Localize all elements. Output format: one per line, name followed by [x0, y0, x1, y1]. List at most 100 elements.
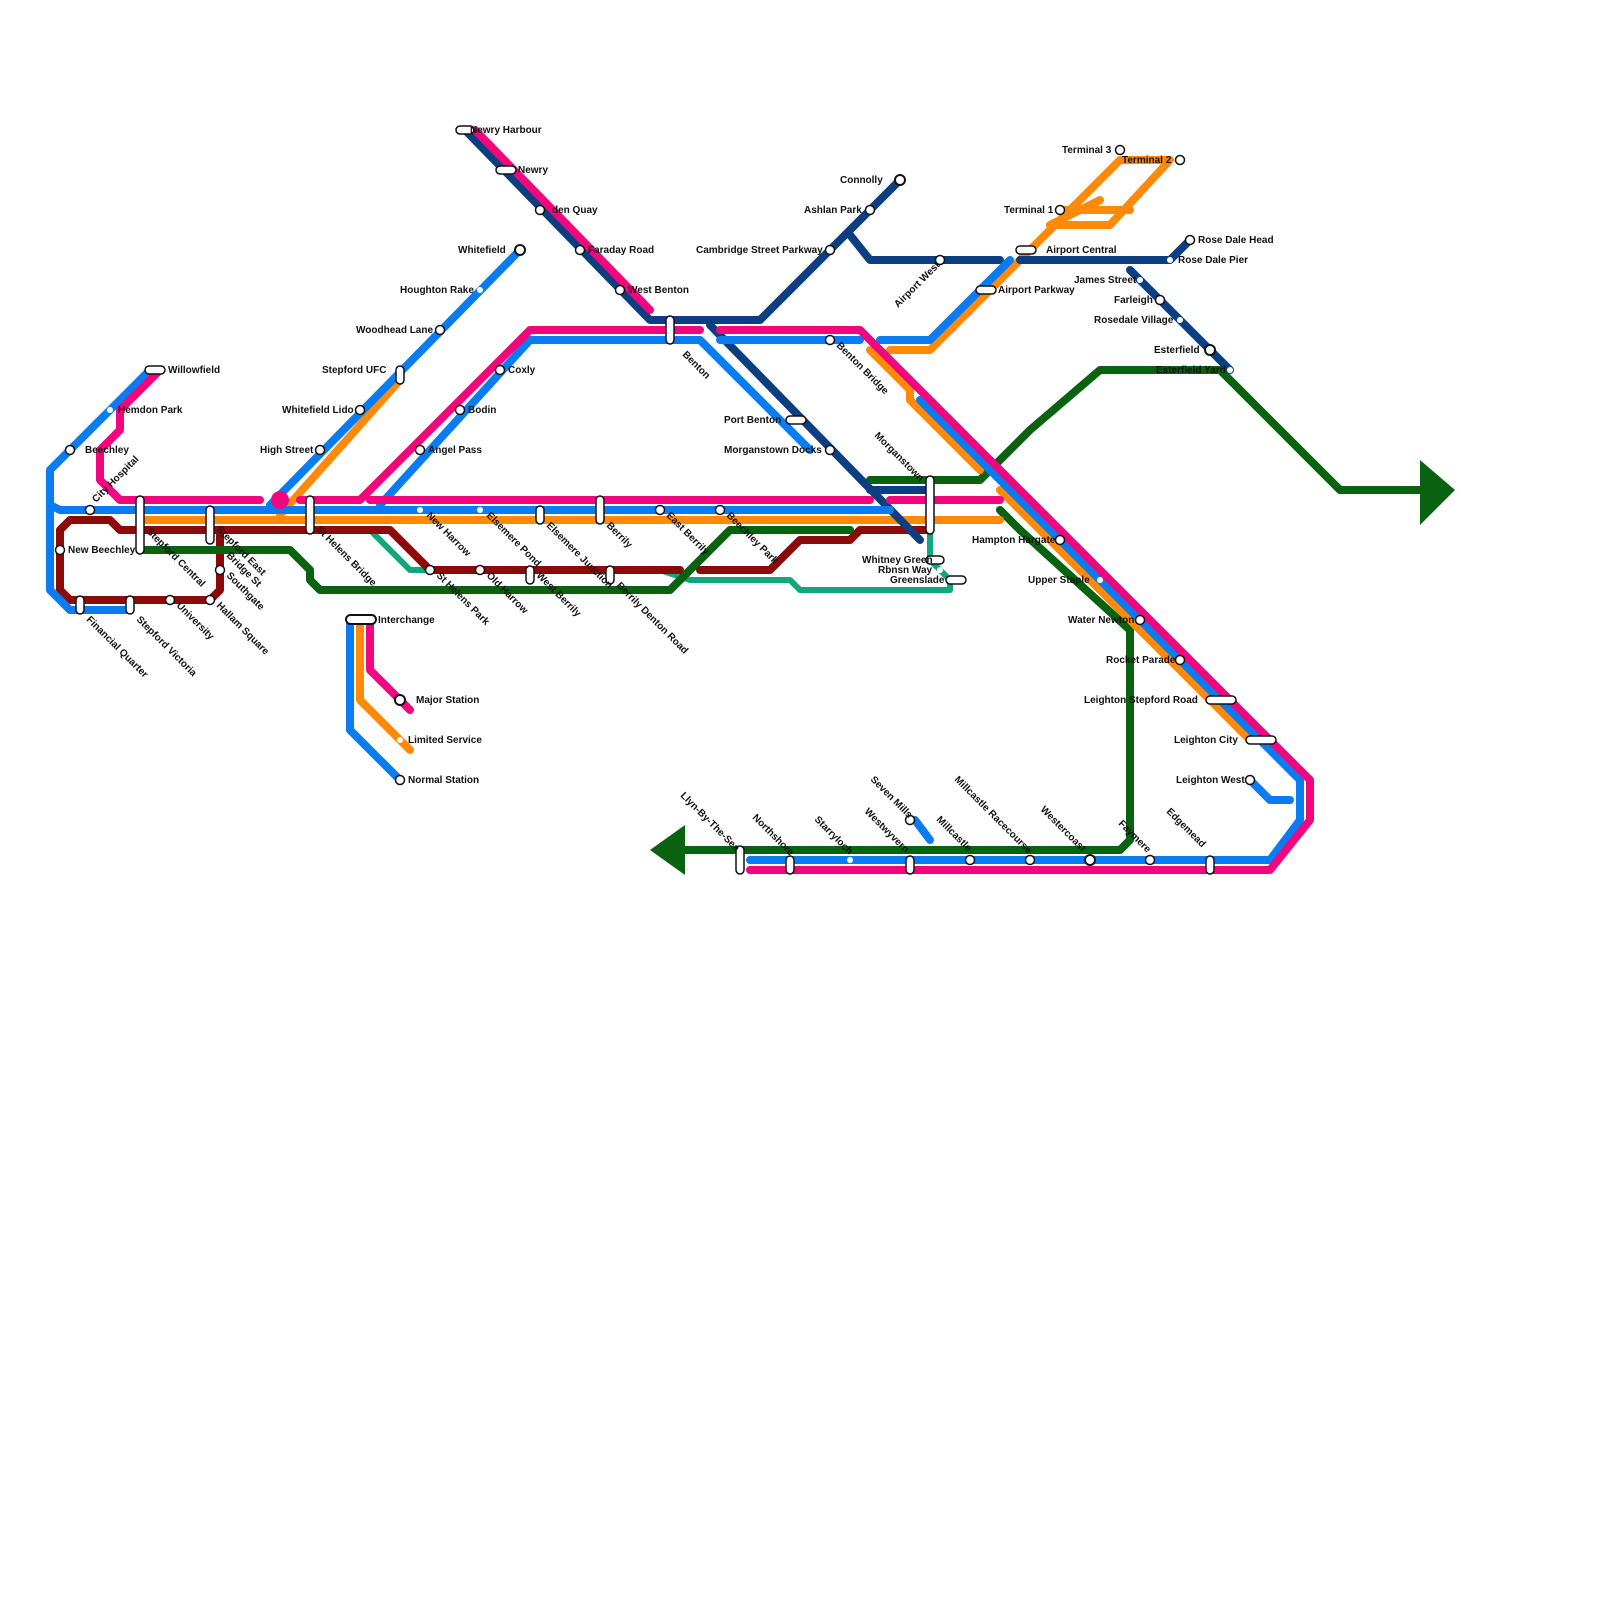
station-coxly[interactable] — [496, 366, 505, 375]
label-willowfield[interactable]: Willowfield — [168, 365, 220, 376]
label-connolly[interactable]: Connolly — [840, 175, 883, 186]
interchange-leighton-city[interactable] — [1246, 736, 1276, 744]
interchange-stepford-victoria[interactable] — [126, 596, 134, 614]
label-angel-pass[interactable]: Angel Pass — [428, 445, 482, 456]
label-high-street[interactable]: High Street — [260, 445, 314, 456]
station-morganstown-docks[interactable] — [826, 446, 835, 455]
interchange-morganstown[interactable] — [926, 476, 934, 534]
label-rose-dale-pier[interactable]: Rose Dale Pier — [1178, 255, 1248, 266]
label-farleigh[interactable]: Farleigh — [1114, 295, 1153, 306]
navy-line-airport[interactable] — [850, 235, 1000, 260]
blue-line-main[interactable] — [50, 505, 890, 510]
interchange-airport-parkway[interactable] — [976, 286, 996, 294]
interchange-greenslade[interactable] — [946, 576, 966, 584]
label-whitefield-lido[interactable]: Whitefield Lido — [282, 405, 354, 416]
label-rocket-parade[interactable]: Rocket Parade — [1106, 655, 1176, 666]
station-terminal-3[interactable] — [1116, 146, 1125, 155]
station-city-hospital[interactable] — [86, 506, 95, 515]
station-starryloch[interactable] — [847, 857, 853, 863]
station-elsemere-pond[interactable] — [477, 507, 483, 513]
label-terminal-1[interactable]: Terminal 1 — [1004, 205, 1054, 216]
interchange-northshore[interactable] — [786, 856, 794, 874]
station-millcastle-racecourse[interactable] — [1026, 856, 1035, 865]
station-rbnsn-way[interactable] — [937, 567, 943, 573]
label-port-benton[interactable]: Port Benton — [724, 415, 781, 426]
label-bodin[interactable]: Bodin — [468, 405, 496, 416]
label-leighton-west[interactable]: Leighton West — [1176, 775, 1245, 786]
label-hemdon-park[interactable]: Hemdon Park — [118, 405, 183, 416]
station-east-berrily[interactable] — [656, 506, 665, 515]
label-west-berrily[interactable]: West Berrily — [534, 570, 583, 619]
station-water-newton[interactable] — [1136, 616, 1145, 625]
label-stepford-ufc[interactable]: Stepford UFC — [322, 365, 386, 376]
station-ashlan-park[interactable] — [866, 206, 875, 215]
station-woodhead-lane[interactable] — [436, 326, 445, 335]
label-faraday-road[interactable]: Faraday Road — [588, 245, 654, 256]
label-west-benton[interactable]: West Benton — [628, 285, 689, 296]
label-terminal-3[interactable]: Terminal 3 — [1062, 145, 1112, 156]
label-eden-quay[interactable]: den Quay — [552, 205, 598, 216]
label-newry-harbour[interactable]: Newry Harbour — [470, 125, 542, 136]
station-james-street[interactable] — [1137, 277, 1143, 283]
interchange-airport-central[interactable] — [1016, 246, 1036, 254]
station-beechley[interactable] — [66, 446, 75, 455]
interchange-westwyvern[interactable] — [906, 856, 914, 874]
interchange-west-berrily[interactable] — [526, 566, 534, 584]
station-st-helens-park[interactable] — [426, 566, 435, 575]
station-new-harrow[interactable] — [417, 507, 423, 513]
interchange-willowfield[interactable] — [145, 366, 165, 374]
blue-line-leighton-west[interactable] — [1250, 780, 1290, 800]
label-llyn-by-the-sea[interactable]: Llyn-By-The-Sea — [678, 790, 742, 854]
station-rocket-parade[interactable] — [1176, 656, 1185, 665]
label-water-newton[interactable]: Water Newton — [1068, 615, 1134, 626]
label-james-street[interactable]: James Street — [1074, 275, 1137, 286]
station-old-harrow[interactable] — [476, 566, 485, 575]
label-beechley[interactable]: Beechley — [85, 445, 129, 456]
label-leighton-city[interactable]: Leighton City — [1174, 735, 1238, 746]
station-west-benton[interactable] — [616, 286, 625, 295]
label-berrily[interactable]: Berrily — [604, 520, 634, 550]
label-hampton-hargate[interactable]: Hampton Hargate — [972, 535, 1056, 546]
station-westercoast[interactable] — [1085, 855, 1095, 865]
station-esterfield-yard[interactable] — [1227, 367, 1233, 373]
interchange-benton[interactable] — [666, 316, 674, 344]
label-rosedale-village[interactable]: Rosedale Village — [1094, 315, 1174, 326]
station-hemdon-park[interactable] — [107, 407, 113, 413]
station-whitefield-lido[interactable] — [356, 406, 365, 415]
label-elsemere-junction[interactable]: Elsemere Junction — [544, 520, 615, 591]
label-new-beechley[interactable]: New Beechley — [68, 545, 136, 556]
label-airport-central[interactable]: Airport Central — [1046, 245, 1117, 256]
station-faraday-road[interactable] — [576, 246, 585, 255]
station-rosedale-village[interactable] — [1177, 317, 1183, 323]
station-terminal-1[interactable] — [1056, 206, 1065, 215]
label-houghton-rake[interactable]: Houghton Rake — [400, 285, 474, 296]
label-leighton-stepford-road[interactable]: Leighton Stepford Road — [1084, 695, 1198, 706]
label-edgemead[interactable]: Edgemead — [1164, 806, 1208, 850]
interchange-elsemere-junction[interactable] — [536, 506, 544, 524]
station-leighton-west[interactable] — [1246, 776, 1255, 785]
station-esterfield[interactable] — [1205, 345, 1215, 355]
label-ashlan-park[interactable]: Ashlan Park — [804, 205, 862, 216]
interchange-st-helens-bridge[interactable] — [306, 496, 314, 534]
label-st-helens-park[interactable]: St Helens Park — [434, 570, 492, 628]
label-morganstown-docks[interactable]: Morganstown Docks — [724, 445, 822, 456]
station-bodin[interactable] — [456, 406, 465, 415]
label-airport-parkway[interactable]: Airport Parkway — [998, 285, 1075, 296]
station-rose-dale-pier[interactable] — [1167, 257, 1173, 263]
pink-line-east[interactable] — [720, 330, 1310, 870]
label-greenslade[interactable]: Greenslade — [890, 575, 945, 586]
station-upper-staple[interactable] — [1097, 577, 1103, 583]
station-new-beechley[interactable] — [56, 546, 65, 555]
label-newry[interactable]: Newry — [518, 165, 548, 176]
label-esterfield-yard[interactable]: Esterfield Yard — [1156, 365, 1226, 376]
station-hampton-hargate[interactable] — [1056, 536, 1065, 545]
blue-line-southeast[interactable] — [750, 400, 1300, 860]
interchange-edgemead[interactable] — [1206, 856, 1214, 874]
label-cambridge-street-parkway[interactable]: Cambridge Street Parkway — [696, 245, 823, 256]
station-hallam-square[interactable] — [206, 596, 215, 605]
interchange-newry[interactable] — [496, 166, 516, 174]
label-upper-staple[interactable]: Upper Staple — [1028, 575, 1090, 586]
station-connolly[interactable] — [895, 175, 905, 185]
blue-line-seven-mills[interactable] — [915, 820, 930, 840]
label-benton[interactable]: Benton — [680, 349, 712, 381]
